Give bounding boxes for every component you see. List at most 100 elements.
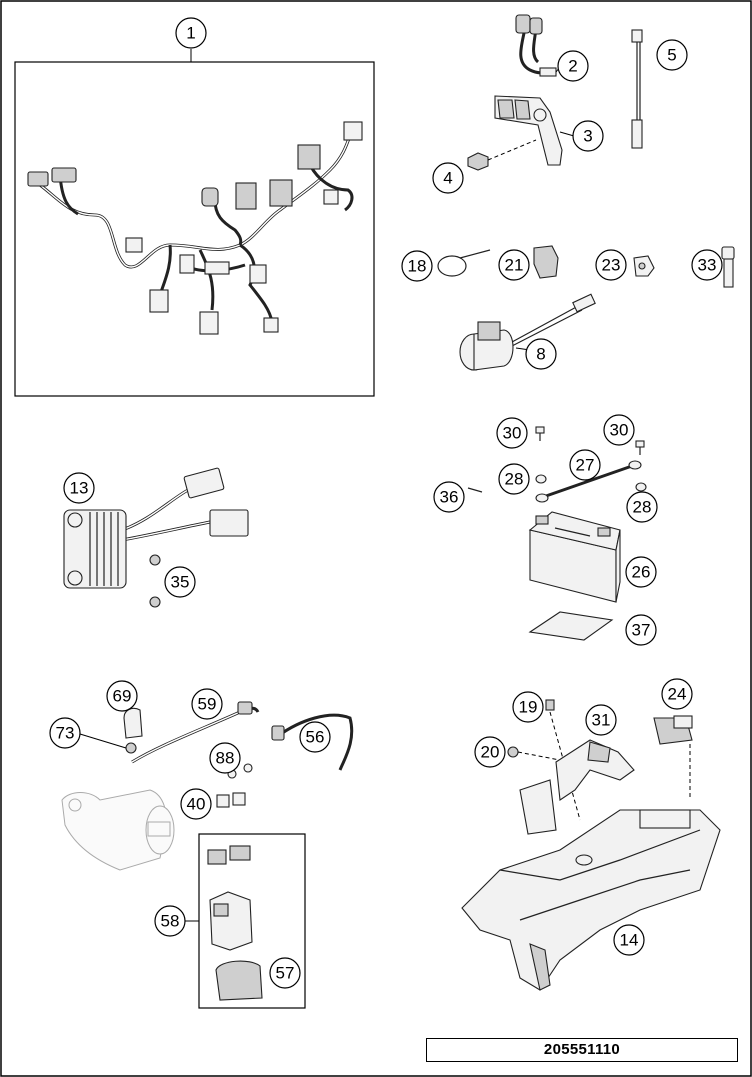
callout-69: 69: [106, 680, 138, 712]
callout-35: 35: [164, 566, 196, 598]
callout-73-label: 73: [56, 724, 75, 743]
wiring-parts-top-group: [467, 14, 643, 171]
callout-8: 8: [525, 338, 557, 370]
cable-part-2: [515, 14, 557, 77]
callout-23: 23: [595, 249, 627, 281]
callout-30a-label: 30: [503, 424, 522, 443]
callout-33: 33: [691, 249, 723, 281]
callout-1-label: 1: [186, 24, 195, 43]
callout-24: 24: [661, 678, 693, 710]
callout-58-label: 58: [161, 912, 180, 931]
callout-28a-label: 28: [505, 470, 524, 489]
callout-13-label: 13: [70, 479, 89, 498]
callout-5: 5: [656, 39, 688, 71]
callout-28b: 28: [626, 491, 658, 523]
callout-33-label: 33: [698, 256, 717, 275]
callout-88-label: 88: [216, 749, 235, 768]
callout-26: 26: [625, 556, 657, 588]
cable-part-56: [271, 713, 354, 771]
plug-part-33: [721, 246, 735, 288]
bracket-part-3: [494, 95, 563, 166]
callout-27: 27: [569, 449, 601, 481]
screw-part-36: [467, 487, 483, 493]
callout-40-label: 40: [187, 795, 206, 814]
callout-20: 20: [474, 736, 506, 768]
bracket-part-31: [519, 739, 635, 835]
fuses-part-40: [216, 792, 246, 808]
callout-58: 58: [154, 905, 186, 937]
callout-30a: 30: [496, 417, 528, 449]
relay-group-58: [185, 833, 306, 1009]
callout-1: 1: [175, 17, 207, 49]
callout-37: 37: [625, 614, 657, 646]
wiring-harness-drawing: [27, 121, 363, 335]
callout-26-label: 26: [632, 563, 651, 582]
small-parts-group: [437, 245, 735, 371]
starter-motor: [61, 789, 175, 871]
cap-part-21: [533, 245, 559, 279]
callout-35-label: 35: [171, 573, 190, 592]
antenna-part-5: [631, 29, 643, 149]
callout-57: 57: [269, 957, 301, 989]
callout-59: 59: [191, 688, 223, 720]
screw-part-4: [467, 139, 537, 171]
callout-57-label: 57: [276, 964, 295, 983]
holder-group: [461, 699, 721, 991]
callout-56: 56: [299, 721, 331, 753]
sensor-part-8: [459, 293, 596, 371]
callout-31-label: 31: [592, 711, 611, 730]
callout-28b-label: 28: [633, 498, 652, 517]
screws-part-88: [227, 763, 253, 779]
callout-5-label: 5: [667, 46, 676, 65]
callout-27-label: 27: [576, 456, 595, 475]
callout-18: 18: [401, 250, 433, 282]
callout-19-label: 19: [519, 698, 538, 717]
callout-20-label: 20: [481, 743, 500, 762]
starter-group: [61, 701, 354, 1009]
wiring-harness-group: [14, 49, 375, 397]
callout-23-label: 23: [602, 256, 621, 275]
screws-part-35: [149, 554, 161, 608]
callout-2: 2: [557, 50, 589, 82]
screw-part-30a: [535, 426, 545, 441]
wiring-harness-box: [14, 61, 375, 397]
callout-18-label: 18: [408, 257, 427, 276]
callout-30b: 30: [603, 414, 635, 446]
cap-part-69: [123, 707, 143, 739]
washer-part-28b: [635, 482, 647, 492]
washer-part-28a: [535, 474, 547, 484]
callout-4-label: 4: [443, 169, 452, 188]
callout-56-label: 56: [306, 728, 325, 747]
cable-tie-part-18: [437, 249, 491, 277]
cable-part-59: [131, 701, 260, 764]
callout-59-label: 59: [198, 695, 217, 714]
pad-part-37: [528, 611, 614, 641]
callout-37-label: 37: [632, 621, 651, 640]
callout-36: 36: [433, 481, 465, 513]
battery-part-26: [528, 511, 621, 603]
callout-4: 4: [432, 162, 464, 194]
cable-part-27: [535, 460, 642, 503]
relay-part-24: [653, 715, 693, 800]
callout-69-label: 69: [113, 687, 132, 706]
callout-8-label: 8: [536, 345, 545, 364]
callout-28a: 28: [498, 463, 530, 495]
callout-21: 21: [498, 249, 530, 281]
battery-group: [467, 426, 647, 641]
callout-30b-label: 30: [610, 421, 629, 440]
callout-19: 19: [512, 691, 544, 723]
callout-14-label: 14: [620, 931, 639, 950]
nut-part-73: [79, 733, 137, 754]
callout-36-label: 36: [440, 488, 459, 507]
holder-part-14: [461, 809, 721, 991]
callout-2-label: 2: [568, 57, 577, 76]
callout-3: 3: [572, 120, 604, 152]
callout-3-label: 3: [583, 127, 592, 146]
callout-24-label: 24: [668, 685, 687, 704]
callout-21-label: 21: [505, 256, 524, 275]
callout-31: 31: [585, 704, 617, 736]
document-number: 205551110: [426, 1038, 738, 1062]
callout-88: 88: [209, 742, 241, 774]
